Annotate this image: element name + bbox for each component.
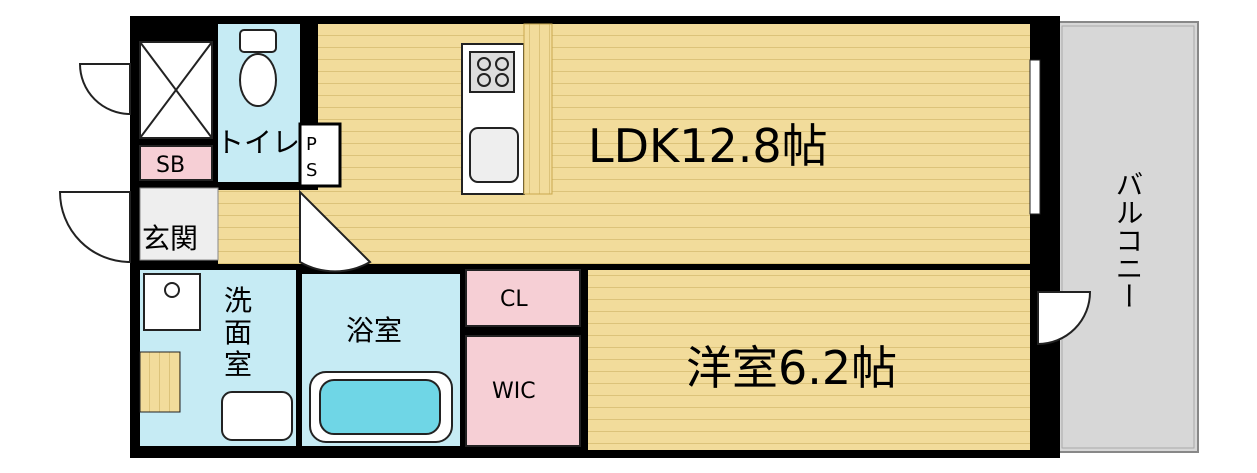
- balcony-label: バルコニー: [1112, 170, 1145, 310]
- bathroom-label: 浴室: [346, 314, 402, 347]
- stove-burner-icon: [477, 57, 491, 71]
- shoe-box-label: SB: [156, 153, 185, 178]
- storage-closet: [139, 41, 213, 139]
- door-swings: [58, 63, 1092, 346]
- ps-label-top: P: [306, 134, 317, 155]
- toilet-label: トイレ: [216, 126, 300, 159]
- western-room-label: 洋室6.2帖: [686, 341, 897, 395]
- window-right: [1029, 59, 1041, 215]
- ldk-label: LDK12.8帖: [588, 119, 828, 173]
- stove-burner-icon: [495, 73, 509, 87]
- toilet-icon: [239, 53, 277, 107]
- washroom-label-2: 面: [224, 316, 252, 349]
- kitchen-counter: [461, 23, 553, 195]
- western-room-floor: [588, 270, 1030, 450]
- walk-in-closet: [465, 335, 581, 447]
- balcony: [1057, 21, 1199, 453]
- washroom-label-3: 室: [224, 348, 252, 381]
- bathroom: [302, 274, 460, 446]
- sink-icon: [469, 127, 519, 183]
- closet-label: CL: [500, 287, 528, 312]
- washroom-label-1: 洗: [224, 284, 252, 317]
- drain-icon: [164, 282, 180, 298]
- toilet-room: [218, 24, 342, 188]
- entrance-label: 玄関: [142, 222, 198, 255]
- shoe-box: [139, 145, 213, 181]
- closet-cl: [465, 269, 581, 327]
- washbasin-icon: [221, 391, 293, 441]
- stove-burner-icon: [495, 57, 509, 71]
- ps-label-bottom: S: [306, 160, 317, 181]
- ldk-floor: [318, 24, 1030, 264]
- stove-burner-icon: [477, 73, 491, 87]
- wic-label: WIC: [492, 379, 536, 404]
- washroom: [139, 270, 296, 446]
- entrance: [139, 187, 219, 261]
